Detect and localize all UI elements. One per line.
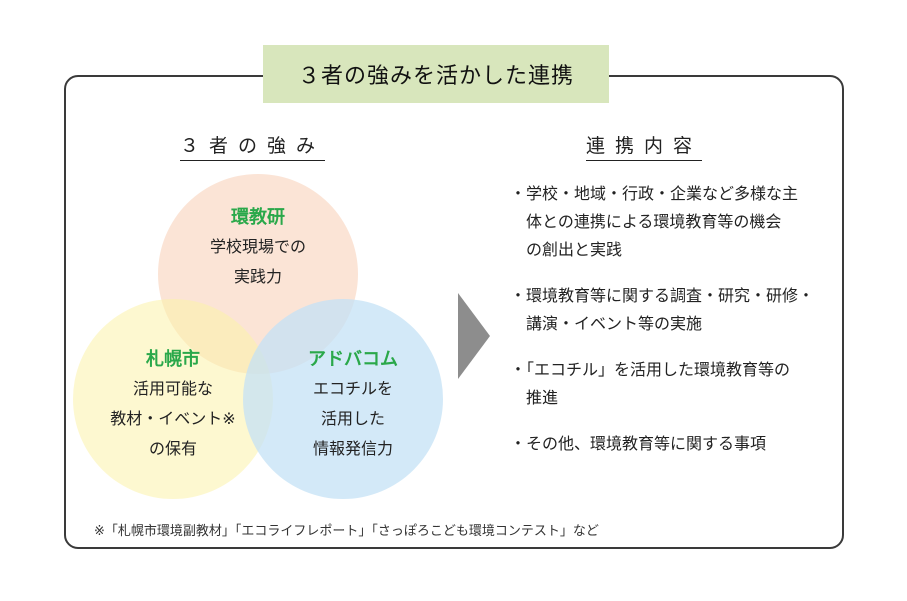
item-line: ・「エコチル」を活用した環境教育等の [510, 360, 791, 379]
list-item: ・環境教育等に関する調査・研究・研修・ 講演・イベント等の実施 [510, 282, 825, 338]
sapporo-line: 活用可能な [132, 379, 213, 398]
advacom-line: 情報発信力 [312, 439, 393, 458]
item-line: ・学校・地域・行政・企業など多様な主 [510, 184, 799, 203]
advacom-line: 活用した [320, 409, 385, 428]
sapporo-title: 札幌市 [146, 349, 200, 370]
list-item: ・学校・地域・行政・企業など多様な主 体との連携による環境教育等の機会 の創出と… [510, 180, 825, 264]
kankyoken-line: 学校現場での [209, 237, 306, 256]
collaboration-heading: 連携内容 [586, 131, 703, 161]
item-line: 推進 [526, 388, 559, 407]
diagram-title: ３者の強みを活かした連携 [263, 45, 609, 103]
circle-advacom [243, 299, 443, 499]
collaboration-list: ・学校・地域・行政・企業など多様な主 体との連携による環境教育等の機会 の創出と… [510, 180, 825, 476]
advacom-text: アドバコム エコチルを 活用した 情報発信力 [263, 346, 443, 464]
item-line: の創出と実践 [526, 240, 623, 259]
circle-sapporo [73, 299, 273, 499]
footnote: ※「札幌市環境副教材」「エコライフレポート」「さっぽろこども環境コンテスト」など [94, 524, 599, 539]
sapporo-text: 札幌市 活用可能な 教材・イベント※ の保有 [73, 346, 273, 464]
list-item: ・「エコチル」を活用した環境教育等の 推進 [510, 356, 825, 412]
list-item: ・その他、環境教育等に関する事項 [510, 430, 825, 458]
kankyoken-line: 実践力 [233, 267, 282, 286]
kankyoken-title: 環教研 [231, 207, 285, 228]
advacom-title: アドバコム [308, 349, 398, 370]
item-line: ・環境教育等に関する調査・研究・研修・ [510, 286, 815, 305]
chevron-right-icon [458, 293, 490, 379]
strengths-heading: ３者の強み [180, 131, 326, 161]
sapporo-line: 教材・イベント※ [110, 409, 236, 428]
sapporo-line: の保有 [148, 439, 197, 458]
kankyoken-text: 環教研 学校現場での 実践力 [168, 204, 348, 292]
item-line: ・その他、環境教育等に関する事項 [510, 434, 767, 453]
item-line: 体との連携による環境教育等の機会 [526, 212, 782, 231]
item-line: 講演・イベント等の実施 [526, 314, 703, 333]
advacom-line: エコチルを [312, 379, 393, 398]
